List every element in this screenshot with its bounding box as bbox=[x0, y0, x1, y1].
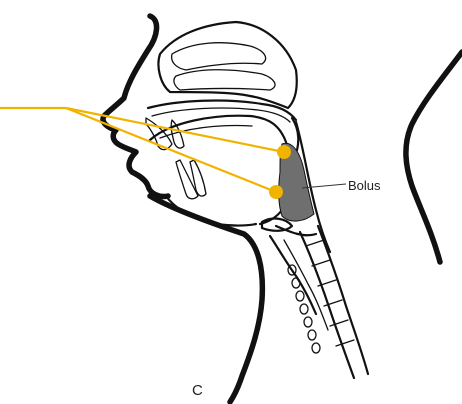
vertebra bbox=[336, 340, 354, 346]
lower-tooth bbox=[190, 160, 206, 196]
hyoid-bone bbox=[262, 219, 292, 231]
turbinate-upper bbox=[172, 43, 266, 70]
tracheal-ring bbox=[292, 278, 300, 288]
neck-front-outline bbox=[150, 196, 262, 402]
lower-incisor bbox=[176, 160, 198, 199]
vertebra bbox=[312, 260, 330, 266]
tracheal-rings bbox=[288, 265, 320, 353]
tracheal-ring bbox=[304, 317, 312, 327]
tracheal-ring bbox=[300, 304, 308, 314]
tracheal-ring bbox=[308, 330, 316, 340]
panel-label: C bbox=[192, 382, 203, 399]
vertebra bbox=[306, 240, 324, 246]
pointer-line-lower bbox=[66, 108, 276, 192]
bolus-label: Bolus bbox=[348, 178, 381, 193]
tracheal-ring bbox=[296, 291, 304, 301]
nasal-cavity bbox=[158, 22, 296, 108]
back-of-head-outline bbox=[406, 52, 462, 262]
tracheal-ring bbox=[312, 343, 320, 353]
bolus-leader-line bbox=[302, 184, 346, 188]
pointer-dot-lower bbox=[269, 185, 283, 199]
turbinate-lower bbox=[174, 70, 275, 90]
pointer-dot-upper bbox=[277, 145, 291, 159]
